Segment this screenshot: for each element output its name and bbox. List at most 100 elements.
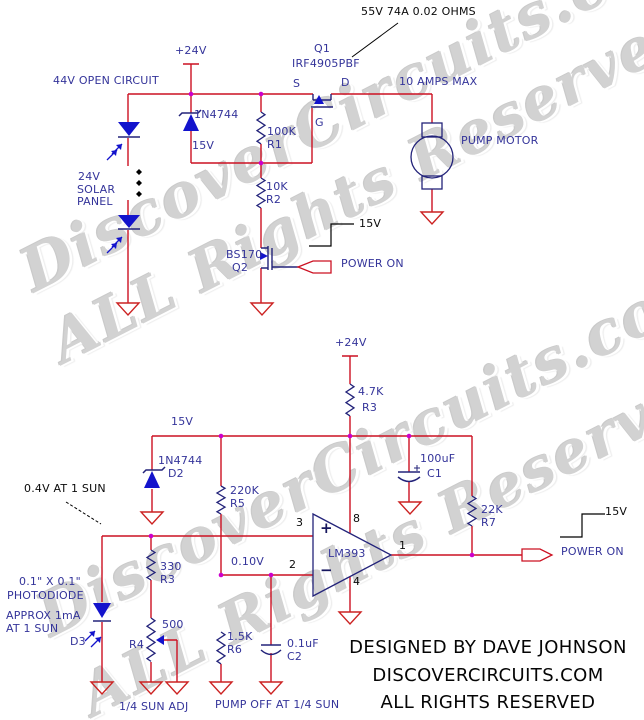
- r3-top-value: 4.7K: [358, 385, 384, 398]
- comparator-lm393-body: [312, 512, 393, 598]
- resistor-r2: [255, 177, 267, 209]
- q2-part: BS170: [226, 248, 263, 261]
- c2-ref: C2: [287, 650, 303, 663]
- r1-value: 100K: [267, 125, 297, 138]
- inverting-voltage-label: 0.10V: [231, 555, 265, 568]
- q2-mosfet-symbol: [260, 246, 298, 270]
- panel-label-3: PANEL: [77, 195, 113, 208]
- capacitors: [260, 465, 421, 656]
- q1-source-label: S: [293, 77, 301, 90]
- zener1-voltage: 15V: [192, 139, 215, 152]
- r5-value: 220K: [230, 484, 260, 497]
- resistor-r4-pot: [145, 617, 157, 662]
- photodiode-current-note-1: APPROX 1mA: [6, 609, 81, 622]
- ground-symbols: [89, 211, 445, 696]
- pump-off-note: PUMP OFF AT 1/4 SUN: [215, 698, 340, 711]
- capacitor-c1: [397, 465, 421, 483]
- pin-8-label: 8: [353, 512, 361, 525]
- panel-label-2: SOLAR: [77, 183, 116, 196]
- q1-drain-label: D: [341, 76, 350, 89]
- zener1-part: 1N4744: [194, 108, 239, 121]
- pin-4-label: 4: [353, 575, 361, 588]
- zener2-ref: D2: [168, 467, 184, 480]
- junction-dots: [148, 91, 475, 578]
- panel-continuation-dots: [136, 169, 142, 197]
- ground-r6: [208, 681, 234, 696]
- zener-1n4744-d2: [142, 466, 166, 488]
- c1-ref: C1: [427, 467, 443, 480]
- pin-1-label: 1: [399, 539, 407, 552]
- power-on-output-port: [521, 548, 554, 562]
- site-line: DISCOVERCIRCUITS.COM: [372, 664, 604, 686]
- r5-ref: R5: [230, 497, 246, 510]
- ground-d2: [139, 511, 165, 526]
- rail-15v-label: 15V: [171, 415, 194, 428]
- r7-ref: R7: [481, 516, 497, 529]
- resistor-r6: [215, 631, 227, 665]
- capacitor-c2: [260, 644, 282, 656]
- comparator-part-label: LM393: [328, 547, 366, 560]
- r6-ref: R6: [227, 643, 243, 656]
- supply-label-top: +24V: [175, 44, 207, 57]
- pin-3-label: 3: [296, 516, 304, 529]
- r2-value: 10K: [266, 180, 288, 193]
- r4-ref: R4: [129, 638, 145, 651]
- sun-note-leader-line: [65, 501, 102, 525]
- q1-part: IRF4905PBF: [292, 57, 360, 70]
- power-on-output-label: POWER ON: [561, 545, 624, 558]
- max-current-note: 10 AMPS MAX: [399, 75, 478, 88]
- r3-330-ref: R3: [160, 573, 176, 586]
- sun-voltage-note: 0.4V AT 1 SUN: [24, 482, 106, 495]
- ground-r4: [138, 681, 164, 696]
- photodiode-d3: [84, 603, 111, 648]
- power-on-input-port: [296, 260, 332, 274]
- ground-c2: [258, 681, 284, 696]
- r3-top-ref: R3: [362, 401, 378, 414]
- ground-comparator: [337, 611, 363, 626]
- photodiode-size-note: 0.1" X 0.1": [19, 575, 81, 588]
- zener2-part: 1N4744: [158, 454, 203, 467]
- solar-cell-diode-1: [118, 122, 140, 136]
- q1-gate-label: G: [315, 116, 324, 129]
- q1-arrow: [314, 95, 324, 104]
- ground-q2: [249, 302, 275, 317]
- c1-value: 100uF: [420, 452, 456, 465]
- q1-ref: Q1: [314, 42, 331, 55]
- resistor-r5: [215, 485, 227, 515]
- r4-value: 500: [162, 618, 184, 631]
- step-waveform-bottom: [560, 513, 605, 538]
- d3-ref: D3: [70, 635, 86, 648]
- panel-label-1: 24V: [78, 170, 101, 183]
- pin-2-label: 2: [289, 558, 297, 571]
- rights-line: ALL RIGHTS RESERVED: [380, 692, 596, 713]
- comparator-plus-input: +: [320, 519, 333, 537]
- q1-rating-note: 55V 74A 0.02 OHMS: [361, 5, 476, 18]
- step-waveform-top: [309, 223, 354, 247]
- resistor-r1: [255, 111, 267, 145]
- ground-c1: [397, 501, 423, 516]
- sun-adjust-note: 1/4 SUN ADJ: [119, 700, 189, 713]
- wires: [101, 63, 522, 682]
- zener-1n4744-top: [178, 109, 202, 131]
- resistor-r7: [466, 495, 478, 527]
- ground-solar: [115, 302, 141, 317]
- q1-mosfet-symbol: [311, 94, 333, 108]
- photodiode-name-note: PHOTODIODE: [7, 589, 84, 602]
- designed-by-line: DESIGNED BY DAVE JOHNSON: [349, 637, 627, 658]
- supply-label-bottom: +24V: [335, 336, 367, 349]
- comparator-minus-input: −: [320, 561, 333, 579]
- r2-ref: R2: [266, 193, 282, 206]
- r6-value: 1.5K: [227, 630, 253, 643]
- power-on-input-label: POWER ON: [341, 257, 404, 270]
- ground-motor: [419, 211, 445, 226]
- diodes: [84, 109, 202, 648]
- r3-330-value: 330: [160, 560, 182, 573]
- pump-motor-label: PUMP MOTOR: [461, 134, 539, 147]
- pump-motor-symbol: [410, 122, 454, 190]
- resistors: [145, 111, 478, 665]
- resistor-r3-330: [145, 549, 157, 581]
- open-circuit-note: 44V OPEN CIRCUIT: [53, 74, 159, 87]
- ground-wiper: [164, 681, 190, 696]
- r7-value: 22K: [481, 503, 503, 516]
